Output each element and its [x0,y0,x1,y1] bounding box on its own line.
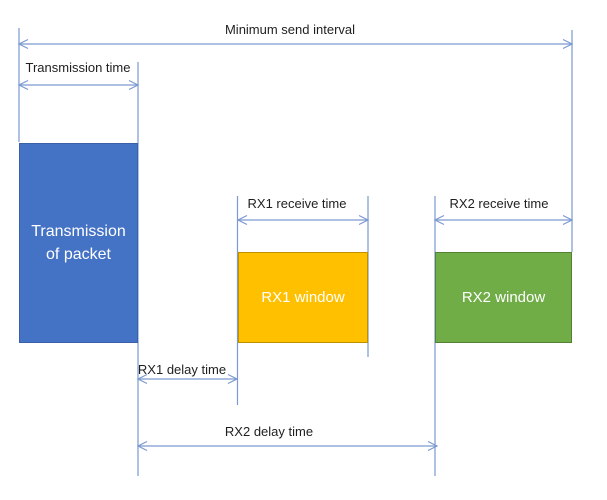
transmission-of-packet-box: Transmission of packet [19,143,138,343]
rx2-window-box: RX2 window [435,252,572,343]
rx1-receive-time-arrow [236,214,370,226]
transmission-time-arrow [17,79,140,91]
rx2-delay-time-arrow [136,440,439,452]
rx2-window-label: RX2 window [461,289,546,306]
rx2-receive-time-arrow [433,214,574,226]
rx1-window-label: RX1 window [261,289,345,306]
rx2-receive-time-label: RX2 receive time [449,196,549,211]
rx1-window-box: RX1 window [238,252,368,343]
min-send-interval-label: Minimum send interval [224,22,356,37]
rx2-delay-time-label: RX2 delay time [224,424,314,439]
min-send-interval-arrow [17,38,574,50]
rx1-delay-time-arrow [136,373,239,385]
rx1-receive-time-label: RX1 receive time [247,196,347,211]
transmission-time-label: Transmission time [25,60,131,75]
rx1-delay-time-label: RX1 delay time [137,362,227,377]
transmission-of-packet-label: Transmission of packet [31,222,126,263]
